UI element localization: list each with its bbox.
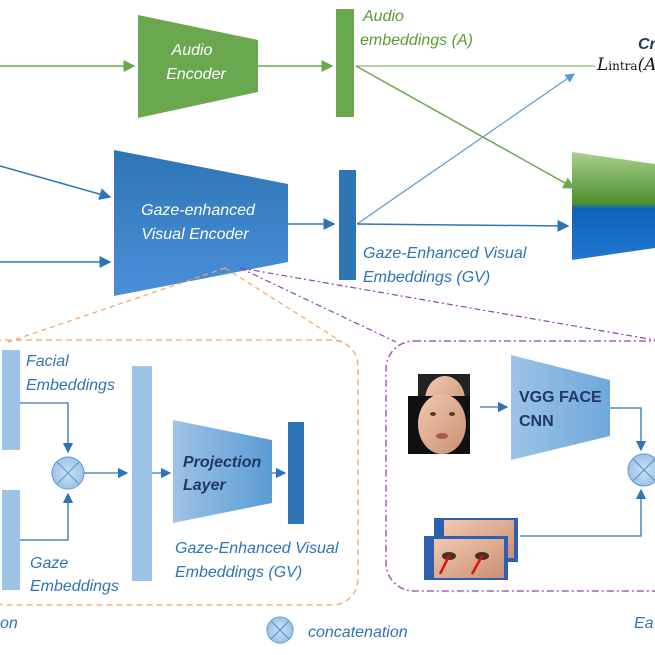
visual-encoder-label-2: Visual Encoder: [141, 226, 249, 243]
gaze-embeddings-label-2: Embeddings: [30, 578, 119, 595]
concat-embeddings-bar: [132, 366, 152, 581]
gv-embeddings-bottom-label-2: Embeddings (GV): [175, 564, 302, 581]
facial-embeddings-label-1: Facial: [26, 353, 69, 370]
gaze-embeddings-bar: [2, 490, 20, 590]
eye-to-concat-arrow: [520, 488, 647, 537]
gv-to-loss-line: [356, 73, 575, 225]
left-caption-fragment: on: [0, 615, 18, 632]
detail-box-fusion: [0, 339, 359, 606]
detail-box-extraction: [385, 340, 655, 592]
projection-layer-label-2: Layer: [183, 477, 226, 494]
gv-to-fusion-arrow: [356, 219, 570, 232]
loss-formula-sub: intra: [608, 59, 637, 73]
fusion-block: [572, 152, 655, 260]
eye-image-stack-bottom: [424, 518, 518, 580]
projection-layer-shape: [173, 420, 272, 523]
gv-embeddings-bar-bottom: [288, 422, 304, 524]
gv-embeddings-bottom-label-1: Gaze-Enhanced Visual: [175, 540, 339, 557]
concat-icon-right: [627, 453, 655, 487]
vgg-face-label-2: CNN: [519, 413, 554, 430]
projection-layer-label-1: Projection: [183, 454, 261, 471]
audio-embeddings-bar: [336, 9, 354, 117]
vgg-face-label-1: VGG FACE: [519, 389, 602, 406]
gv-embeddings-top-label-2: Embeddings (GV): [363, 269, 490, 286]
zoom-line-purple-right: [239, 267, 655, 341]
audio-encoder-shape: [138, 15, 258, 118]
legend-concatenation-label: concatenation: [308, 624, 408, 641]
legend-concat-icon: [266, 616, 294, 644]
vgg-to-concat-arrow: [610, 407, 647, 452]
facial-to-concat-arrow: [20, 402, 74, 454]
facial-embeddings-bar: [2, 350, 20, 450]
audio-to-fusion-arrow: [355, 65, 576, 189]
loss-formula: Lintra(A: [596, 55, 655, 75]
gv-embeddings-bar-top: [339, 170, 356, 280]
right-caption-fragment: Ea: [634, 615, 654, 632]
gaze-to-concat-arrow: [20, 492, 74, 541]
gaze-embeddings-label-1: Gaze: [30, 555, 68, 572]
vgg-face-shape: [511, 355, 610, 460]
loss-formula-L: L: [596, 55, 608, 75]
audio-embeddings-label-2: embeddings (A): [360, 32, 473, 49]
facial-embeddings-label-2: Embeddings: [26, 377, 115, 394]
gv-embeddings-top-label-1: Gaze-Enhanced Visual: [363, 245, 527, 262]
visual-encoder-shape: [114, 150, 288, 296]
zoom-line-orange-right: [224, 267, 343, 343]
visual-encoder-label-1: Gaze-enhanced: [141, 202, 256, 219]
loss-formula-tail: (A: [638, 55, 655, 75]
zoom-line-purple-left: [239, 267, 397, 343]
audio-encoder-label-1: Audio: [171, 42, 213, 59]
audio-encoder-label-2: Encoder: [166, 66, 226, 83]
visual-input-arrow-1: [0, 165, 112, 200]
audio-embeddings-label-1: Audio: [362, 8, 404, 25]
zoom-line-orange-left: [7, 267, 226, 343]
loss-title-fragment: Cr: [638, 36, 655, 53]
face-image-stack-top: [408, 374, 470, 454]
concat-icon-left: [51, 456, 85, 490]
